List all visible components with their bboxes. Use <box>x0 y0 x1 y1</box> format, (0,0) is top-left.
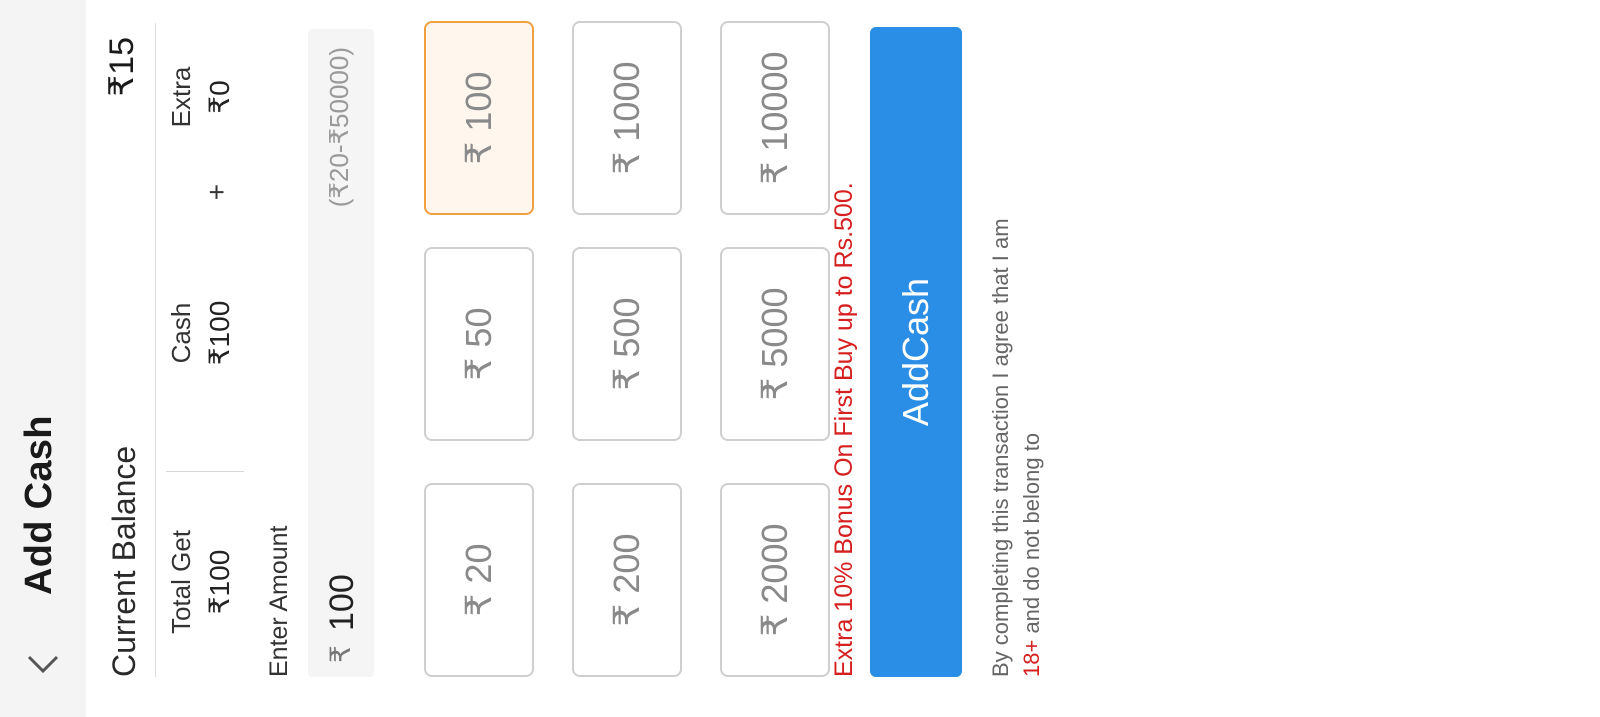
terms-text-part1: By completing this transaction I agree t… <box>988 218 1013 677</box>
cash: Cash ₹100 <box>166 273 236 393</box>
cash-label: Cash <box>166 302 196 364</box>
amount-chip-2000[interactable]: ₹ 2000 <box>720 483 830 677</box>
summary-divider <box>166 471 244 472</box>
amount-chip-200[interactable]: ₹ 200 <box>572 483 682 677</box>
amount-chip-50[interactable]: ₹ 50 <box>424 247 534 441</box>
page-title: Add Cash <box>18 415 60 595</box>
current-balance-value: ₹15 <box>103 37 141 97</box>
back-button[interactable] <box>20 641 66 687</box>
amount-chip-5000[interactable]: ₹ 5000 <box>720 247 830 441</box>
rupee-icon: ₹ <box>325 645 356 663</box>
amount-field[interactable]: ₹ (₹20-₹50000) <box>308 29 374 677</box>
cash-value: ₹100 <box>204 300 235 366</box>
amount-chip-500[interactable]: ₹ 500 <box>572 247 682 441</box>
amount-summary: Total Get ₹100 Cash ₹100 + Extra ₹0 <box>156 23 246 677</box>
age-requirement: 18+ <box>1019 639 1044 677</box>
total-get-label: Total Get <box>166 529 196 635</box>
add-cash-screen: Add Cash Current Balance ₹15 Total Get ₹… <box>0 0 1047 717</box>
bonus-message: Extra 10% Bonus On First Buy up to Rs.50… <box>830 182 858 677</box>
extra-label: Extra <box>166 66 196 128</box>
app-header: Add Cash <box>0 0 86 717</box>
total-get: Total Get ₹100 <box>166 507 236 657</box>
plus-sign: + <box>201 183 232 201</box>
enter-amount-label: Enter Amount <box>265 525 293 677</box>
chevron-left-icon <box>27 655 59 674</box>
total-get-value: ₹100 <box>204 549 235 615</box>
current-balance-row: Current Balance ₹15 <box>88 17 152 677</box>
amount-chip-20[interactable]: ₹ 20 <box>424 483 534 677</box>
current-balance-label: Current Balance <box>106 445 142 677</box>
amount-range: (₹20-₹50000) <box>324 47 354 208</box>
amount-chip-100[interactable]: ₹ 100 <box>424 21 534 215</box>
amount-input[interactable] <box>316 289 368 633</box>
extra-value: ₹0 <box>204 80 235 114</box>
extra: Extra ₹0 <box>166 47 236 147</box>
terms-text-part2: and do not belong to <box>1019 432 1044 640</box>
add-cash-button[interactable]: AddCash <box>870 27 962 677</box>
terms-text: By completing this transaction I agree t… <box>985 207 1047 677</box>
amount-chip-10000[interactable]: ₹ 10000 <box>720 21 830 215</box>
amount-chip-1000[interactable]: ₹ 1000 <box>572 21 682 215</box>
